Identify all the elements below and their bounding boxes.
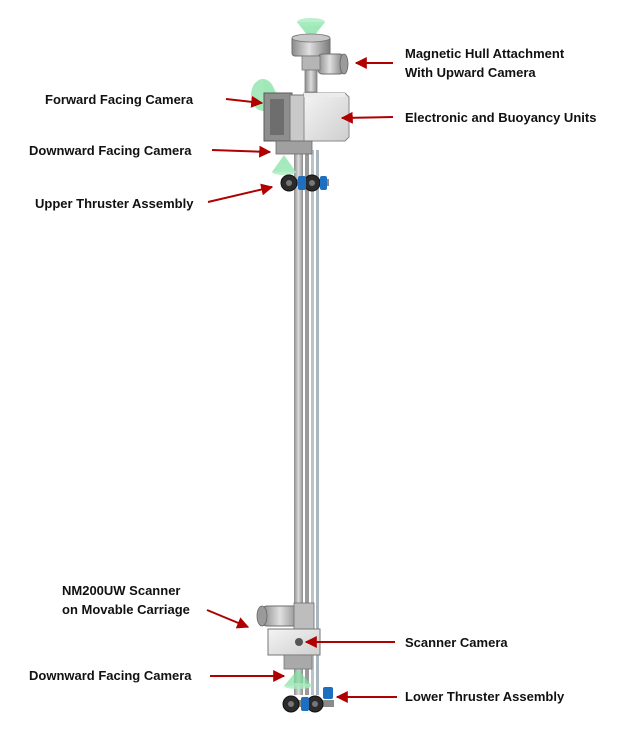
arrow-forward-camera	[225, 95, 264, 108]
label-magnetic-hull: Magnetic Hull Attachment With Upward Cam…	[405, 44, 564, 82]
label-downward-camera-lower: Downward Facing Camera	[29, 668, 192, 683]
annotation-arrows	[206, 57, 397, 703]
label-scanner: NM200UW Scanner on Movable Carriage	[62, 581, 190, 619]
arrow-downward-camera-upper	[211, 145, 272, 158]
scanner-carriage	[256, 602, 315, 630]
label-magnetic-hull-line1: Magnetic Hull Attachment	[405, 46, 565, 61]
arrow-upper-thruster	[207, 183, 274, 203]
label-electronic-units: Electronic and Buoyancy Units	[405, 110, 597, 125]
label-downward-camera-upper: Downward Facing Camera	[29, 143, 192, 158]
scanner-camera	[267, 628, 321, 670]
arrow-scanner	[206, 609, 250, 629]
label-scanner-line1: NM200UW Scanner	[62, 583, 181, 598]
lower-thruster-assembly	[282, 687, 334, 713]
label-upper-thruster: Upper Thruster Assembly	[35, 196, 194, 211]
label-scanner-camera: Scanner Camera	[405, 635, 508, 650]
label-scanner-line2: on Movable Carriage	[62, 602, 190, 617]
lower-downward-camera-cone	[284, 669, 312, 689]
arrow-electronic-units	[340, 111, 394, 124]
upper-downward-camera-cone	[272, 155, 296, 175]
label-forward-camera: Forward Facing Camera	[45, 92, 194, 107]
magnetic-hull-attachment	[291, 33, 349, 93]
electronic-buoyancy-units	[263, 92, 350, 155]
label-magnetic-hull-line2: With Upward Camera	[405, 65, 536, 80]
vertical-frame-rods	[294, 150, 319, 695]
upward-camera-cone	[297, 18, 325, 40]
label-lower-thruster: Lower Thruster Assembly	[405, 689, 565, 704]
upper-thruster-assembly	[280, 174, 329, 192]
